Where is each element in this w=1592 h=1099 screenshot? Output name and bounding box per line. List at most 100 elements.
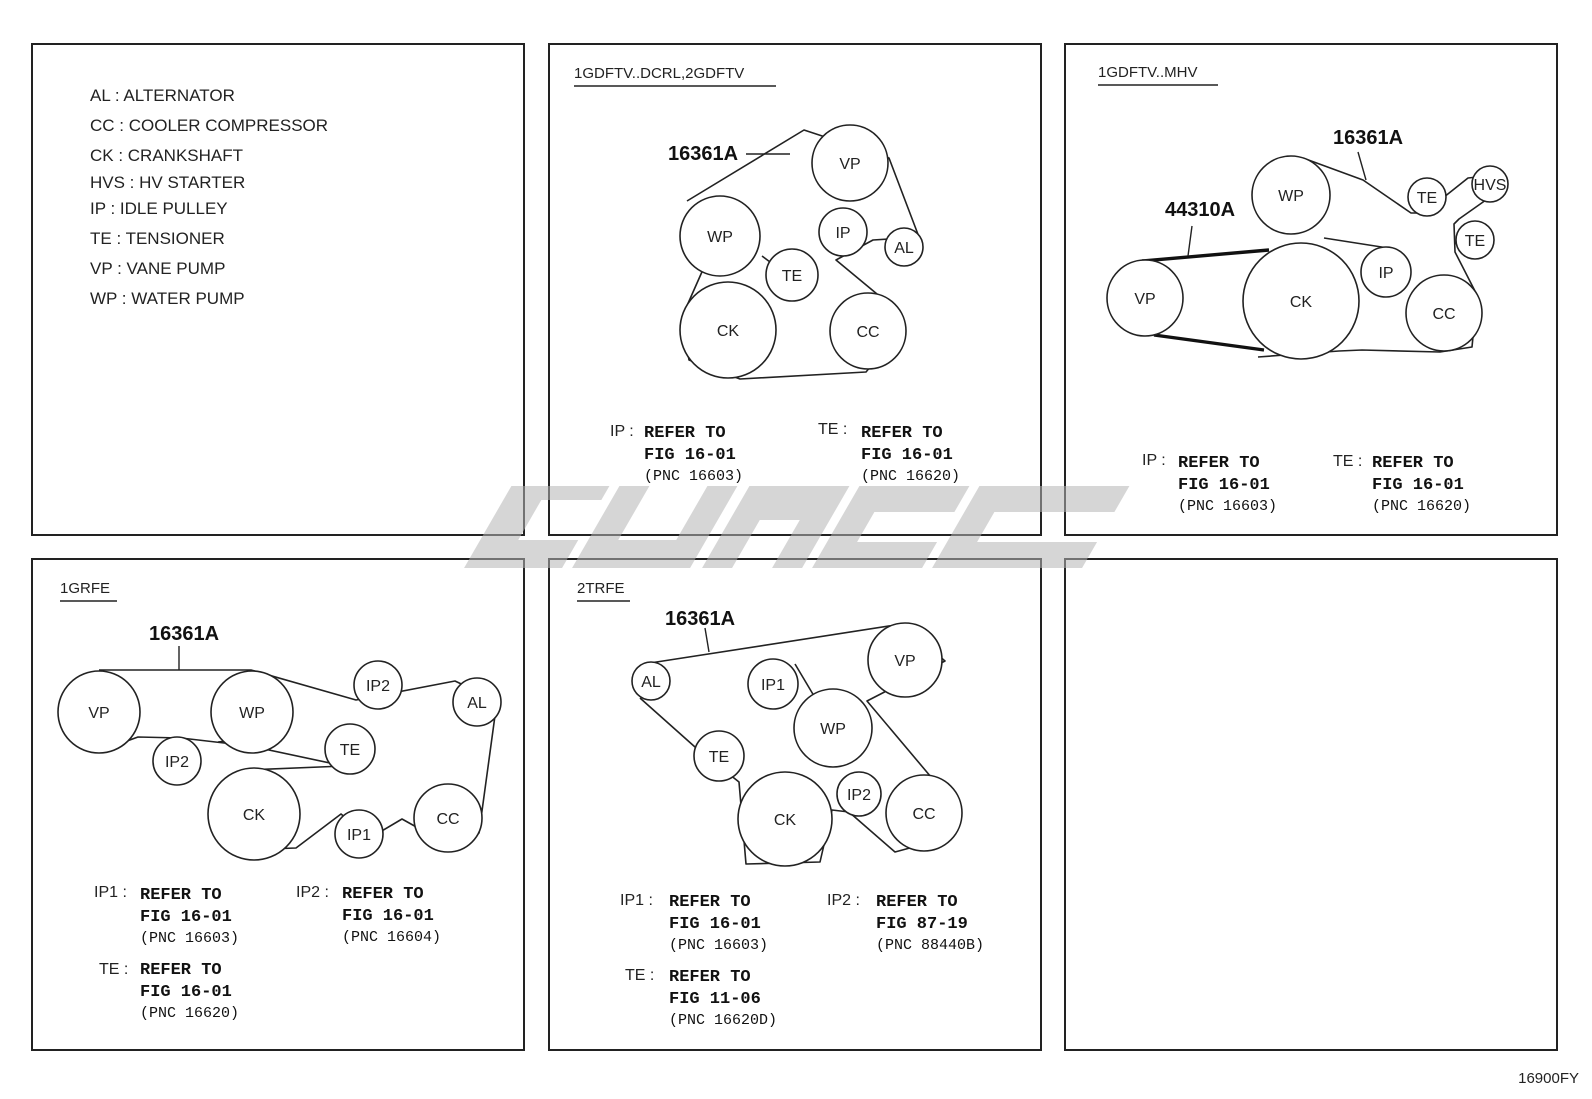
pnc-leader: [704, 627, 710, 653]
legend-item: VP : VANE PUMP: [90, 259, 225, 278]
ref-note: IP2 : REFER TO FIG 16-01 (PNC 16604): [296, 884, 441, 946]
pulley-al: [452, 677, 502, 727]
ref-line: REFER TO: [861, 424, 943, 443]
pulley-label: WP: [1278, 188, 1304, 205]
ref-note: IP1 : REFER TO FIG 16-01 (PNC 16603): [620, 892, 768, 954]
pulley-te: [1455, 220, 1495, 260]
ref-line: FIG 16-01: [140, 983, 232, 1002]
ref-line: (PNC 16603): [644, 468, 743, 485]
ref-line: REFER TO: [669, 893, 751, 912]
belt-44310a: [1153, 333, 1265, 352]
pulley-te: [324, 723, 376, 775]
pulley-vp: [57, 670, 141, 754]
pulley-label: IP: [1378, 265, 1393, 282]
pulley-ck: [207, 767, 301, 861]
pulley-label: IP2: [847, 787, 871, 804]
pulley-label: IP2: [366, 678, 390, 695]
pulley-al: [884, 227, 924, 267]
empty-panel-frame: [1064, 558, 1558, 1051]
watermark-stroke: [932, 486, 1130, 568]
ref-note: IP2 : REFER TO FIG 87-19 (PNC 88440B): [827, 892, 984, 954]
pnc-label: 16361A: [665, 608, 735, 630]
pulley-vp: [867, 622, 943, 698]
pulley-wp: [679, 195, 761, 277]
panel-title: 1GRFE: [60, 580, 110, 597]
watermark-stroke: [572, 486, 738, 568]
pulley-ck: [679, 281, 777, 379]
pulley-label: AL: [467, 695, 487, 712]
ref-prefix: IP2 :: [296, 884, 329, 901]
pulley-label: TE: [1465, 233, 1485, 250]
panel-title: 1GDFTV..MHV: [1098, 64, 1197, 81]
pulley-label: AL: [894, 240, 914, 257]
legend-frame: [31, 43, 525, 536]
legend-item: IP : IDLE PULLEY: [90, 199, 228, 218]
pulley-label: IP1: [347, 827, 371, 844]
pulley-label: VP: [88, 705, 109, 722]
ref-note: IP1 : REFER TO FIG 16-01 (PNC 16603): [94, 884, 239, 947]
ref-line: (PNC 16603): [669, 937, 768, 954]
pnc-leader: [1187, 225, 1193, 257]
legend-item: CC : COOLER COMPRESSOR: [90, 116, 328, 135]
pulley-ip2: [836, 771, 882, 817]
ref-prefix: IP1 :: [620, 892, 653, 909]
ref-prefix: IP :: [1142, 452, 1166, 469]
ref-line: FIG 16-01: [669, 915, 761, 934]
pulley-cc: [1405, 274, 1483, 352]
pulley-label: WP: [239, 705, 265, 722]
ref-line: FIG 16-01: [861, 446, 953, 465]
pulley-cc: [413, 783, 483, 853]
pulley-al: [631, 661, 671, 701]
pulley-label: TE: [782, 268, 802, 285]
ref-line: REFER TO: [1372, 454, 1454, 473]
watermark-stroke: [812, 486, 970, 568]
ref-note: TE : REFER TO FIG 16-01 (PNC 16620): [818, 421, 960, 485]
ref-line: REFER TO: [342, 885, 424, 904]
pulley-label: TE: [1417, 190, 1437, 207]
pulley-ip1: [334, 809, 384, 859]
pulley-wp: [210, 670, 294, 754]
pulley-ip2: [152, 736, 202, 786]
ref-prefix: IP2 :: [827, 892, 860, 909]
pulley-ip: [818, 207, 868, 257]
pulley-label: TE: [709, 749, 729, 766]
ref-line: REFER TO: [140, 961, 222, 980]
pulley-label: AL: [641, 674, 661, 691]
ref-prefix: IP :: [610, 423, 634, 440]
legend-item: TE : TENSIONER: [90, 229, 225, 248]
ref-line: FIG 11-06: [669, 990, 761, 1009]
ref-prefix: TE :: [818, 421, 847, 438]
ref-line: (PNC 16620): [861, 468, 960, 485]
legend: AL : ALTERNATOR CC : COOLER COMPRESSOR C…: [90, 86, 328, 308]
pulley-wp: [793, 688, 873, 768]
ref-line: FIG 16-01: [644, 446, 736, 465]
ref-line: REFER TO: [669, 968, 751, 987]
ref-note: TE : REFER TO FIG 11-06 (PNC 16620D): [625, 967, 777, 1029]
ref-line: FIG 87-19: [876, 915, 968, 934]
pulley-label: IP2: [165, 754, 189, 771]
ref-line: REFER TO: [644, 424, 726, 443]
pulley-label: CK: [243, 807, 266, 824]
pulley-label: TE: [340, 742, 360, 759]
pulley-ip1: [747, 658, 799, 710]
ref-line: (PNC 16620): [1372, 498, 1471, 515]
pulley-label: CK: [1290, 294, 1313, 311]
pulley-cc: [885, 774, 963, 852]
pulley-label: CK: [774, 812, 797, 829]
panel-1grfe: 1GRFE 16361A VP WP IP2 AL IP2 TE CK IP1 …: [57, 580, 502, 1022]
watermark-stroke: [464, 486, 610, 568]
panel-1grfe-frame: [31, 558, 525, 1051]
pnc-label: 16361A: [668, 143, 738, 165]
panel-1gdftv-dcrl: 1GDFTV..DCRL,2GDFTV 16361A VP WP IP AL T…: [574, 65, 960, 485]
pulley-te: [693, 730, 745, 782]
ref-line: REFER TO: [1178, 454, 1260, 473]
ref-line: (PNC 16603): [1178, 498, 1277, 515]
ref-line: (PNC 16603): [140, 930, 239, 947]
panel-title: 2TRFE: [577, 580, 625, 597]
pulley-ip: [1360, 246, 1412, 298]
pulley-label: CK: [717, 323, 740, 340]
belt-44310a: [1141, 248, 1270, 263]
panel-title: 1GDFTV..DCRL,2GDFTV: [574, 65, 744, 82]
legend-item: AL : ALTERNATOR: [90, 86, 235, 105]
pulley-label: IP: [835, 225, 850, 242]
